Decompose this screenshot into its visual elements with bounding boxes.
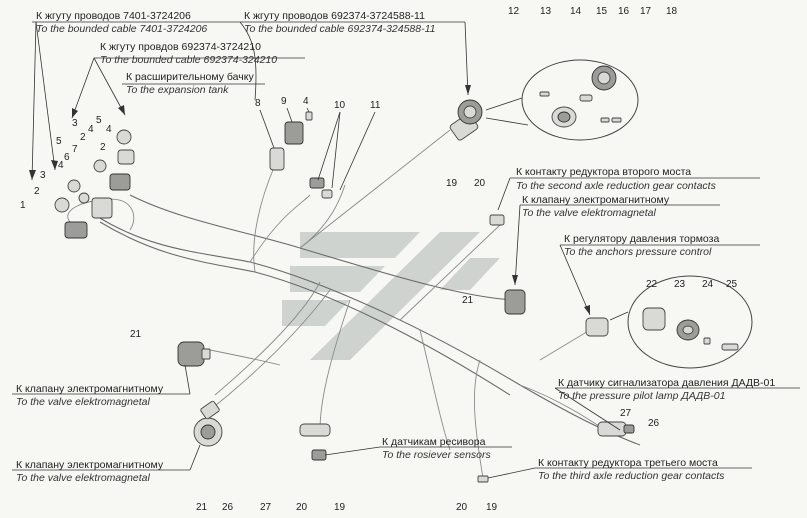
round-connector-top [449, 99, 483, 141]
label-cable-11-en: To the bounded cable 692374-324588-11 [244, 23, 436, 35]
callout-24: 24 [702, 279, 714, 290]
label-expansion-en: To the expansion tank [126, 84, 229, 96]
label-pressure-ru: К датчику сигнализатора давления ДАДВ-01 [558, 377, 775, 389]
callout-8: 8 [255, 98, 261, 109]
callout-12: 12 [508, 6, 520, 17]
callout-15: 15 [596, 6, 608, 17]
callout-14: 14 [570, 6, 582, 17]
detail-bubble-pressure [609, 275, 753, 369]
callout-21: 21 [196, 502, 208, 513]
callout-13: 13 [540, 6, 552, 17]
text-labels: К жгуту проводов 7401-3724206 To the bou… [16, 10, 775, 484]
callout-numbers: 1 2 3 4 5 6 7 3 2 4 5 2 4 8 9 4 10 11 12… [20, 6, 738, 513]
callout-4: 4 [88, 124, 94, 135]
harness-wires [67, 129, 641, 479]
label-pressure-en: To the pressure pilot lamp ДАДВ-01 [558, 390, 725, 402]
callout-3: 3 [40, 170, 46, 181]
label-cable-11-ru: К жгуту проводов 692374-3724588-11 [244, 10, 425, 22]
callout-21: 21 [130, 329, 142, 340]
callout-11: 11 [370, 100, 381, 111]
callout-4: 4 [303, 96, 309, 107]
callout-1: 1 [20, 200, 26, 211]
callout-3: 3 [72, 118, 78, 129]
label-receiver-en: To the rosiever sensors [382, 449, 491, 461]
right-middle-connectors [489, 214, 635, 437]
label-valve-left2-en: To the valve elektromagnetal [16, 472, 151, 484]
callout-21: 21 [462, 295, 474, 306]
label-third-axle-ru: К контакту редуктора третьего моста [538, 457, 718, 469]
callout-19: 19 [334, 502, 346, 513]
callout-2: 2 [34, 186, 40, 197]
callout-4: 4 [106, 124, 112, 135]
detail-bubble-connector [485, 59, 639, 141]
callout-20: 20 [474, 178, 486, 189]
callout-9: 9 [281, 96, 287, 107]
receiver-sensors [299, 423, 489, 483]
callout-26: 26 [222, 502, 234, 513]
label-valve-right-en: To the valve elektromagnetal [522, 207, 657, 219]
callout-6: 6 [64, 152, 70, 163]
label-valve-right-ru: К клапану электромагнитному [522, 194, 670, 206]
label-receiver-ru: К датчикам ресивора [382, 436, 486, 448]
label-cable-324210-en: To the bounded cable 692374-324210 [100, 54, 277, 66]
callout-2: 2 [100, 142, 106, 153]
label-cable-7401-ru: К жгуту проводов 7401-3724206 [36, 10, 191, 22]
label-cable-324210-ru: К жгуту провдов 692374-3724210 [100, 41, 261, 53]
expansion-tank-connectors [269, 111, 333, 199]
callout-27: 27 [260, 502, 272, 513]
leader-lines [12, 21, 800, 479]
callout-18: 18 [666, 6, 678, 17]
label-brake-reg-en: To the anchors pressure control [564, 246, 712, 258]
callout-5: 5 [56, 136, 62, 147]
callout-20: 20 [296, 502, 308, 513]
callout-5: 5 [96, 115, 102, 126]
label-second-axle-ru: К контакту редуктора второго моста [516, 166, 691, 178]
callout-16: 16 [618, 6, 630, 17]
callout-26: 26 [648, 418, 660, 429]
callout-2: 2 [80, 132, 86, 143]
arrowheads [29, 85, 590, 315]
label-second-axle-en: To the second axle reduction gear contac… [516, 180, 717, 192]
callout-17: 17 [640, 6, 652, 17]
valve-connectors-left [177, 341, 223, 447]
callout-20: 20 [456, 502, 468, 513]
label-valve-left1-ru: К клапану электромагнитному [16, 383, 164, 395]
callout-19: 19 [486, 502, 498, 513]
callout-22: 22 [646, 279, 658, 290]
label-valve-left1-en: To the valve elektromagnetal [16, 396, 151, 408]
watermark-logo [282, 232, 500, 360]
callout-10: 10 [334, 100, 346, 111]
callout-27: 27 [620, 408, 632, 419]
label-cable-7401-en: To the bounded cable 7401-3724206 [36, 23, 207, 35]
label-brake-reg-ru: К регулятору давления тормоза [564, 233, 719, 245]
callout-7: 7 [72, 144, 78, 155]
callout-23: 23 [674, 279, 686, 290]
callout-25: 25 [726, 279, 738, 290]
label-expansion-ru: К расширительному бачку [126, 71, 254, 83]
callout-4: 4 [58, 160, 64, 171]
left-connector-cluster [54, 129, 135, 239]
callout-19: 19 [446, 178, 458, 189]
label-valve-left2-ru: К клапану электромагнитному [16, 459, 164, 471]
label-third-axle-en: To the third axle reduction gear contact… [538, 470, 725, 482]
